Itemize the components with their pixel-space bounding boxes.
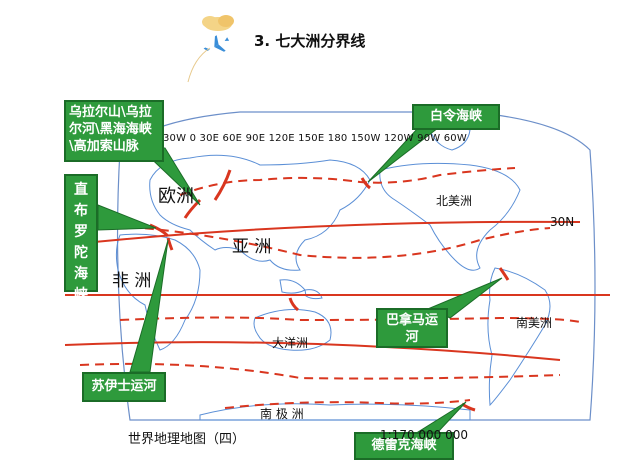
boundary-gibraltar bbox=[149, 223, 170, 238]
label-antarctica: 南 极 洲 bbox=[260, 407, 304, 421]
callout-panama-canal: 巴拿马运河 bbox=[376, 308, 448, 348]
boundary-bering bbox=[360, 177, 371, 190]
dashed-belt-north-bottom bbox=[99, 224, 551, 259]
callout-gibraltar-strait: 直布罗陀海峡 bbox=[64, 174, 98, 303]
label-north-america: 北美洲 bbox=[436, 194, 473, 208]
north-america-outline bbox=[379, 162, 521, 271]
section-title: 3. 七大洲分界线 bbox=[254, 32, 366, 50]
callout-bering-strait: 白令海峡 bbox=[412, 104, 500, 130]
label-south-america: 南美洲 bbox=[516, 316, 553, 330]
southeast-asia-islands bbox=[279, 279, 323, 300]
pointer-suez bbox=[129, 239, 169, 373]
airplane-decoration bbox=[187, 15, 234, 83]
callout-drake-passage: 德雷克海峡 bbox=[354, 432, 454, 460]
label-europe: 欧洲 bbox=[158, 186, 194, 207]
map-caption: 世界地理地图（四） bbox=[128, 432, 246, 447]
boundary-new-guinea bbox=[288, 297, 299, 312]
africa-outline bbox=[115, 233, 201, 351]
callout-ural-caucasus: 乌拉尔山\乌拉尔河\黑海海峡\高加索山脉 bbox=[64, 100, 164, 162]
lat-line-tropic-cancer bbox=[64, 220, 581, 246]
south-america-outline bbox=[487, 267, 551, 407]
dashed-belt-south-bottom bbox=[79, 362, 561, 380]
label-africa: 非 洲 bbox=[112, 271, 152, 291]
lat-line-south-30 bbox=[64, 341, 561, 361]
eurasia-outline bbox=[149, 154, 371, 271]
boundary-panama bbox=[498, 267, 510, 281]
longitude-labels: 30W 0 30E 60E 90E 120E 150E 180 150W 120… bbox=[163, 133, 467, 144]
label-30n: 30N bbox=[550, 215, 575, 229]
boundary-suez bbox=[166, 237, 174, 251]
boundary-ural bbox=[213, 169, 232, 201]
cloud-icon bbox=[202, 15, 234, 31]
australia-outline bbox=[253, 309, 332, 351]
map-frame bbox=[116, 111, 596, 421]
pointer-gibraltar bbox=[97, 204, 157, 231]
label-asia: 亚 洲 bbox=[232, 237, 272, 257]
dashed-belt-antarctic bbox=[224, 399, 471, 409]
dashed-belt-south-top bbox=[119, 316, 581, 323]
airplane-icon bbox=[203, 35, 230, 52]
map-scale: 1:170 000 000 bbox=[380, 428, 469, 442]
callout-suez-canal: 苏伊士运河 bbox=[82, 372, 166, 402]
label-oceania: 大洋洲 bbox=[272, 336, 309, 350]
